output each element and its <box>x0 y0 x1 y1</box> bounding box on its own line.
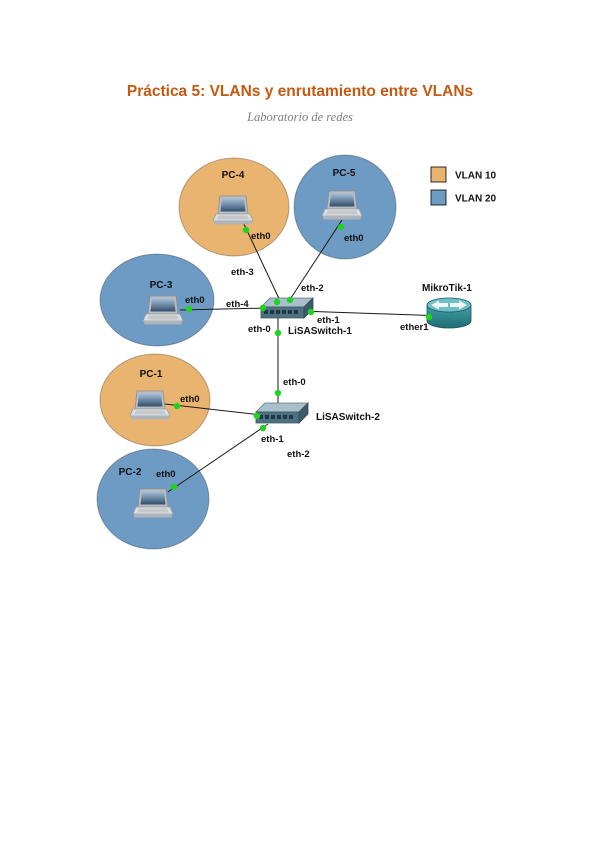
port-label-switch1-eth3: eth-3 <box>231 267 254 278</box>
endpoint-dot-pc1 <box>173 402 181 410</box>
endpoint-dot-switch1-eth3 <box>273 298 281 306</box>
iface-label-pc2-eth0: eth0 <box>156 469 176 480</box>
legend-swatch-vlan20 <box>430 189 447 206</box>
endpoint-dot-switch1-eth0 <box>274 329 282 337</box>
port-label-switch2-eth0: eth-0 <box>283 377 306 388</box>
endpoint-dot-switch1-eth4 <box>259 304 267 312</box>
port-label-switch2-eth2: eth-2 <box>287 449 310 460</box>
iface-label-router1-ether1: ether1 <box>400 322 429 333</box>
link-pc1-switch2 <box>164 403 263 416</box>
legend-swatch-vlan10 <box>430 166 447 183</box>
endpoint-dot-switch2-eth2 <box>259 424 267 432</box>
port-label-switch1-eth1: eth-1 <box>317 315 340 326</box>
endpoint-dot-switch1-eth1 <box>307 308 315 316</box>
legend-label-vlan10: VLAN 10 <box>455 171 497 182</box>
pc1-label: PC-1 <box>140 369 163 380</box>
port-label-switch1-eth4: eth-4 <box>226 299 249 310</box>
pc2-label: PC-2 <box>119 467 142 478</box>
legend: VLAN 10 VLAN 20 <box>430 166 497 206</box>
endpoint-dot-switch2-eth1 <box>253 412 261 420</box>
link-pc5-switch1 <box>286 219 343 305</box>
iface-label-pc4-eth0: eth0 <box>251 231 271 242</box>
pc3-label: PC-3 <box>150 280 173 291</box>
link-endpoint-dots <box>170 223 433 491</box>
pc5-label: PC-5 <box>333 168 356 179</box>
link-pc4-switch1 <box>242 221 283 306</box>
switch2-label: LiSASwitch-2 <box>316 412 380 423</box>
link-pc3-switch1 <box>179 307 269 311</box>
endpoint-dot-pc5 <box>337 223 345 231</box>
router1-icon <box>426 297 472 329</box>
switch1-label: LiSASwitch-1 <box>288 326 352 337</box>
iface-label-pc1-eth0: eth0 <box>180 394 200 405</box>
page-subtitle: Laboratorio de redes <box>246 110 353 124</box>
port-label-switch1-eth0: eth-0 <box>248 324 271 335</box>
endpoint-dot-switch2-eth0 <box>274 389 282 397</box>
iface-label-pc5-eth0: eth0 <box>344 233 364 244</box>
router1-label: MikroTik-1 <box>422 283 472 294</box>
endpoint-dot-switch1-eth2 <box>286 296 294 304</box>
iface-label-pc3-eth0: eth0 <box>185 295 205 306</box>
port-label-switch1-eth2: eth-2 <box>301 283 324 294</box>
pc4-label: PC-4 <box>222 170 245 181</box>
endpoint-dot-router1-ether1 <box>425 313 433 321</box>
switch2-icon <box>255 402 309 424</box>
endpoint-dot-pc2 <box>170 483 178 491</box>
link-pc2-switch2 <box>167 423 269 493</box>
endpoint-dot-pc3 <box>185 305 193 313</box>
port-label-switch2-eth1: eth-1 <box>261 434 284 445</box>
endpoint-dot-pc4 <box>242 226 250 234</box>
page-title: Práctica 5: VLANs y enrutamiento entre V… <box>127 83 473 100</box>
link-switch1-router1 <box>299 310 446 317</box>
legend-label-vlan20: VLAN 20 <box>455 194 497 205</box>
